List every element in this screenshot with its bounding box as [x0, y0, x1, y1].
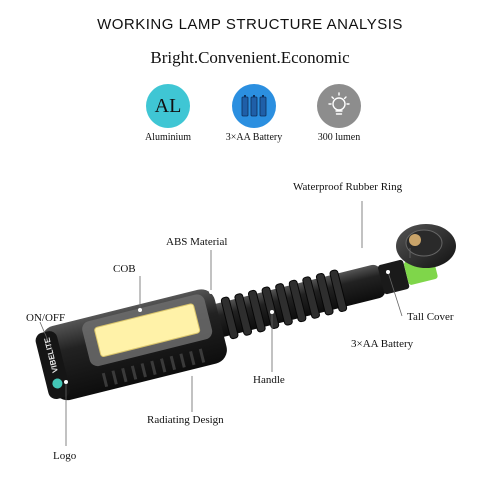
callout-on-off: ON/OFF: [26, 312, 66, 324]
callout-lines: [39, 201, 411, 446]
feature-caption: 300 lumen: [317, 132, 361, 143]
battery-icon: [232, 84, 276, 128]
on-off-button: [52, 378, 63, 389]
cob-panel: [94, 303, 201, 357]
handle-grip-ribs: [220, 269, 348, 340]
bulb-icon: [317, 84, 361, 128]
lamp-body: [35, 255, 438, 401]
feature-caption: Aluminium: [144, 132, 192, 143]
callout-cob: COB: [113, 263, 136, 275]
radiating-fins: [101, 348, 206, 388]
callout-radiating-design: Radiating Design: [147, 414, 224, 426]
battery-compartment: [378, 259, 410, 295]
spring-contact: [409, 234, 421, 246]
feature-caption: 3×AA Battery: [225, 132, 283, 143]
feature-aluminium: AL Aluminium: [118, 84, 218, 143]
callout-handle: Handle: [253, 374, 285, 386]
callout-waterproof-ring: Waterproof Rubber Ring: [293, 181, 403, 193]
page-subtitle: Bright.Convenient.Economic: [150, 48, 350, 67]
feature-lumen: 300 lumen: [289, 84, 389, 143]
callout-abs-material: ABS Material: [166, 236, 228, 248]
tall-cover: [396, 224, 456, 268]
page-title: WORKING LAMP STRUCTURE ANALYSIS: [97, 16, 403, 33]
al-badge-icon: AL: [146, 84, 190, 128]
feature-battery: 3×AA Battery: [204, 84, 304, 143]
callout-logo: Logo: [53, 450, 77, 462]
callout-dots: [64, 248, 390, 384]
callout-tall-cover: Tall Cover: [407, 311, 454, 323]
callout-battery: 3×AA Battery: [351, 338, 414, 350]
